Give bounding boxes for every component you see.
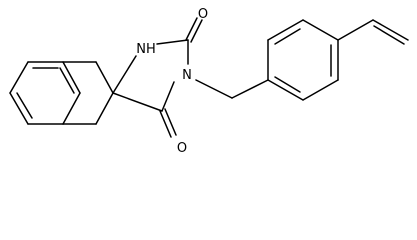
molecule-structure-diagram: O NH N O — [9, 7, 409, 156]
aromatic-benzo-ring — [9, 61, 81, 125]
carbonyl-bonds — [159, 17, 203, 138]
atom-label-oxygen-top: O — [198, 7, 208, 22]
benzyl-linker — [195, 79, 269, 99]
vinyl-group — [337, 19, 409, 45]
hydantoin-ring — [112, 39, 189, 112]
atom-label-oxygen-bottom: O — [177, 141, 187, 156]
atom-label-nitrogen: N — [182, 68, 192, 83]
phenyl-ring — [267, 19, 339, 101]
atom-label-nh: NH — [136, 42, 156, 57]
saturated-ring — [62, 61, 114, 125]
